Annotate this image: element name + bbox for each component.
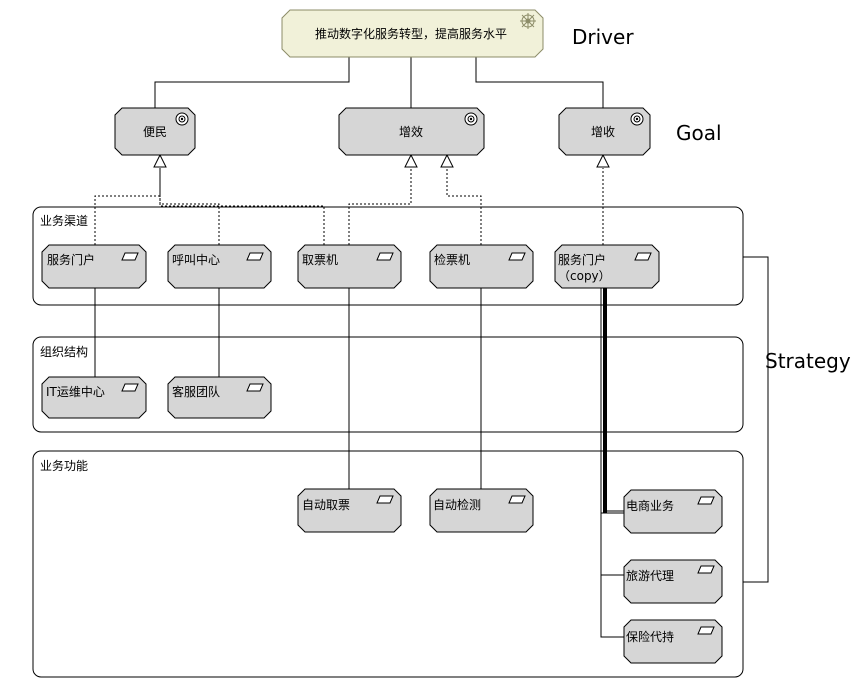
parallelogram-icon — [634, 252, 652, 261]
parallelogram-icon — [376, 252, 394, 261]
org-node-service-team[interactable]: 客服团队 — [167, 376, 272, 419]
realization-arrowheads — [153, 153, 610, 168]
function-label: 旅游代理 — [626, 569, 674, 583]
channel-label: 服务门户 — [558, 252, 606, 267]
function-label: 保险代持 — [626, 629, 674, 644]
parallelogram-icon — [697, 626, 715, 635]
goal-layer-label: Goal — [676, 121, 722, 145]
channel-node-ticket-machine[interactable]: 取票机 — [297, 244, 402, 289]
assignment-connections — [94, 288, 624, 638]
driver-layer-label: Driver — [572, 25, 634, 49]
function-label: 自动取票 — [302, 498, 350, 512]
parallelogram-icon — [246, 252, 264, 261]
function-node-ecommerce[interactable]: 电商业务 — [623, 489, 723, 534]
parallelogram-icon — [376, 495, 394, 504]
channel-label: 检票机 — [434, 252, 470, 267]
function-node-auto-check[interactable]: 自动检测 — [429, 488, 534, 533]
channel-sublabel: （copy） — [558, 269, 611, 283]
org-label: IT运维中心 — [46, 384, 105, 399]
channel-label: 服务门户 — [47, 252, 95, 267]
target-icon — [464, 112, 478, 126]
driver-wheel-icon — [520, 13, 536, 29]
goal-node-zengxiao[interactable]: 增效 — [338, 107, 485, 156]
strategy-bracket — [743, 256, 769, 583]
driver-goal-connections — [154, 57, 604, 108]
org-node-it-ops[interactable]: IT运维中心 — [41, 376, 147, 419]
parallelogram-icon — [121, 383, 139, 392]
goal-node-bianmin[interactable]: 便民 — [114, 107, 196, 156]
parallelogram-icon — [121, 252, 139, 261]
goal-label: 增收 — [591, 125, 615, 139]
group-label-org: 组织结构 — [40, 344, 88, 359]
driver-label: 推动数字化服务转型，提高服务水平 — [315, 26, 507, 41]
channel-node-portal-copy[interactable]: 服务门户 （copy） — [554, 244, 660, 289]
function-node-travel-agency[interactable]: 旅游代理 — [623, 559, 723, 604]
function-label: 自动检测 — [433, 497, 481, 512]
realization-connections — [94, 168, 604, 245]
channel-node-portal[interactable]: 服务门户 — [41, 244, 147, 289]
channel-node-callcenter[interactable]: 呼叫中心 — [167, 244, 272, 289]
goal-label: 增效 — [399, 124, 423, 139]
group-business-functions[interactable]: 业务功能 — [32, 450, 744, 678]
function-node-insurance[interactable]: 保险代持 — [623, 619, 723, 664]
target-icon — [630, 112, 644, 126]
channel-node-gate-machine[interactable]: 检票机 — [429, 244, 534, 289]
strategy-label: Strategy — [765, 349, 851, 373]
group-label-channels: 业务渠道 — [40, 213, 88, 228]
parallelogram-icon — [697, 496, 715, 505]
target-icon — [175, 112, 189, 126]
channel-label: 取票机 — [302, 253, 338, 267]
parallelogram-icon — [508, 252, 526, 261]
goal-node-zengshou[interactable]: 增收 — [558, 107, 651, 156]
channel-label: 呼叫中心 — [172, 252, 220, 267]
parallelogram-icon — [697, 565, 715, 574]
parallelogram-icon — [246, 383, 264, 392]
driver-node[interactable]: 推动数字化服务转型，提高服务水平 — [281, 9, 544, 58]
function-node-auto-ticket[interactable]: 自动取票 — [297, 488, 402, 533]
org-label: 客服团队 — [172, 384, 220, 399]
group-label-functions: 业务功能 — [40, 458, 88, 473]
function-label: 电商业务 — [626, 498, 674, 513]
goal-label: 便民 — [143, 125, 167, 139]
parallelogram-icon — [508, 495, 526, 504]
